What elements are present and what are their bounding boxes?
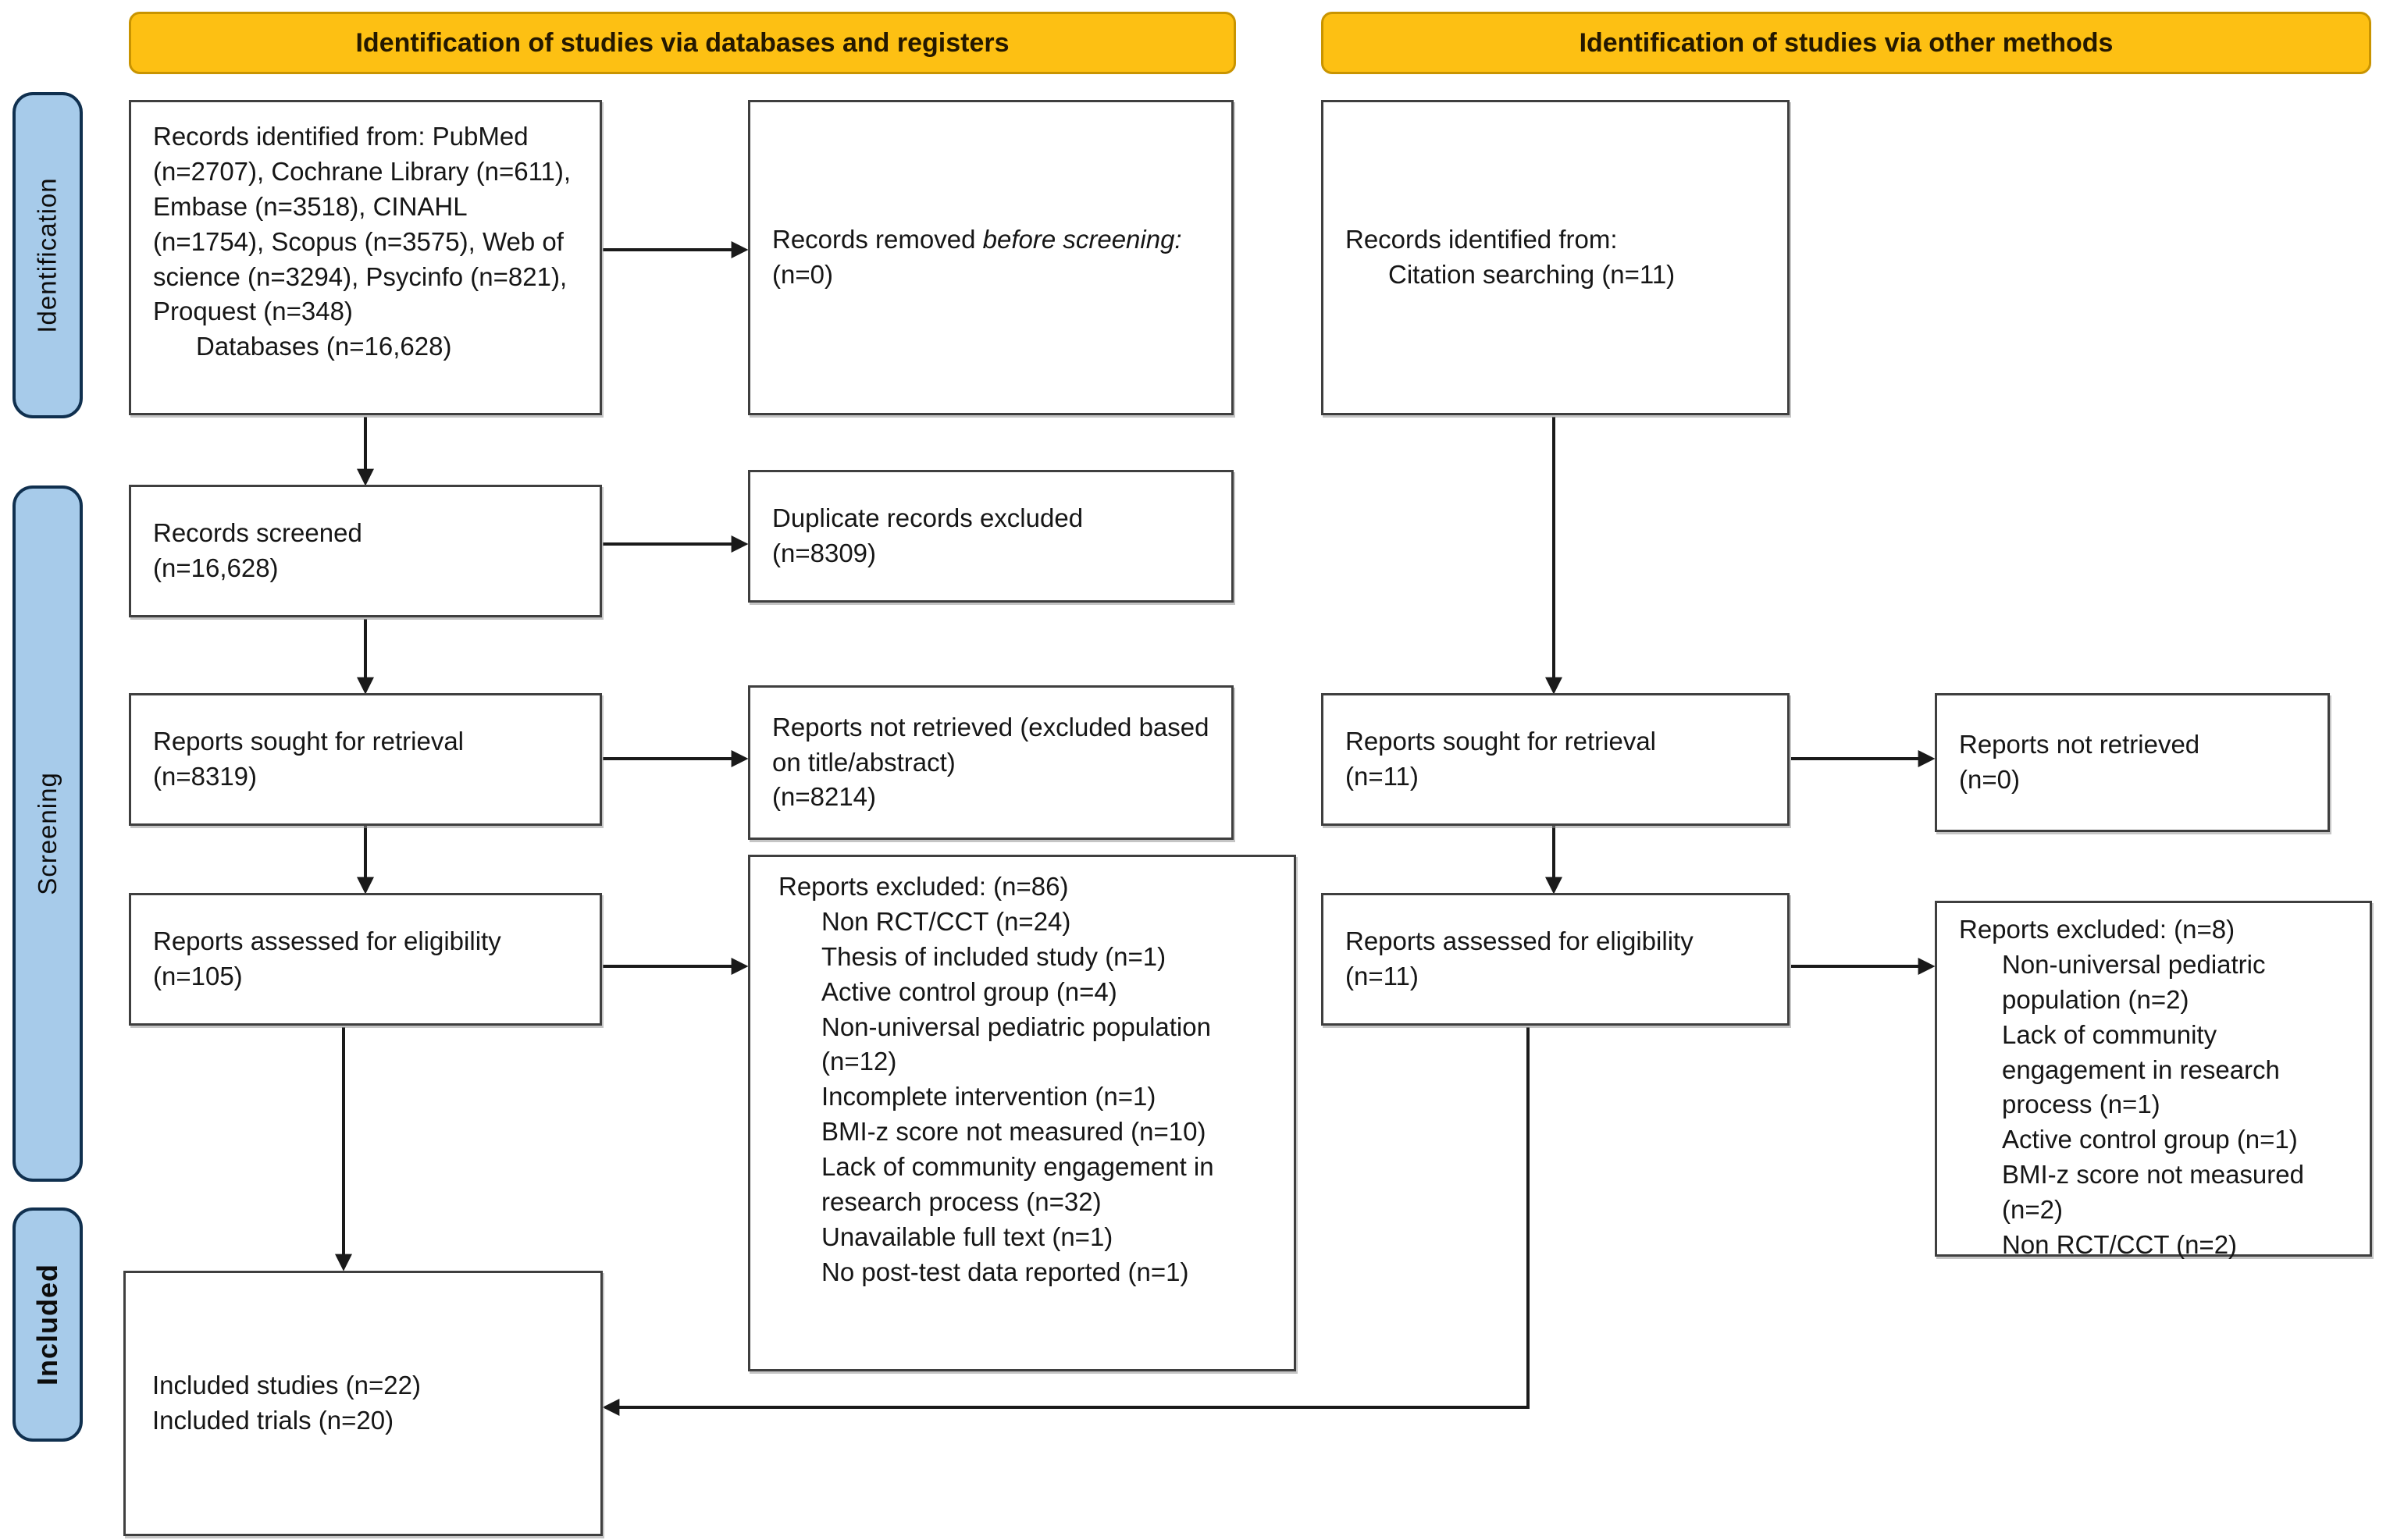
- excluded-other-item: Non-universal pediatric population (n=2): [2002, 949, 2266, 1014]
- excluded-db-item: Non RCT/CCT (n=24): [821, 906, 1071, 936]
- included-trials-line: Included trials (n=20): [152, 1406, 394, 1435]
- records-removed-text: Records removed before screening: (n=0): [772, 222, 1214, 293]
- reports-excluded-other-title: Reports excluded: (n=8): [1959, 915, 2235, 944]
- excluded-other-item: Active control group (n=1): [2002, 1125, 2298, 1154]
- box-reports-assessed-databases: Reports assessed for eligibility (n=105): [129, 893, 602, 1026]
- reports-sought-db-text: Reports sought for retrieval: [153, 727, 465, 756]
- reports-not-retrieved-other-text: Reports not retrieved: [1959, 730, 2200, 759]
- reports-sought-db-count: (n=8319): [153, 762, 258, 791]
- box-reports-assessed-other: Reports assessed for eligibility (n=11): [1321, 893, 1790, 1026]
- arrow-assessed-other-to-included: [602, 1027, 1530, 1416]
- stage-identification: Identification: [12, 92, 83, 418]
- reports-not-retrieved-db-text: Reports not retrieved (excluded based on…: [772, 712, 1209, 777]
- records-identified-other-text: Records identified from:: [1345, 225, 1618, 254]
- reports-sought-other-text: Reports sought for retrieval: [1345, 727, 1657, 756]
- stage-identification-label: Identification: [33, 177, 62, 333]
- duplicates-excluded-text: Duplicate records excluded: [772, 503, 1084, 533]
- excluded-db-item: No post-test data reported (n=1): [821, 1257, 1189, 1286]
- excluded-db-item: BMI-z score not measured (n=10): [821, 1117, 1206, 1147]
- included-studies-line: Included studies (n=22): [152, 1371, 421, 1400]
- box-reports-sought-databases: Reports sought for retrieval (n=8319): [129, 693, 602, 826]
- records-identified-text: Records identified from: PubMed (n=2707)…: [153, 122, 572, 326]
- stage-included: Included: [12, 1207, 83, 1442]
- header-databases-label: Identification of studies via databases …: [355, 27, 1010, 58]
- records-identified-databases-count: Databases (n=16,628): [196, 332, 452, 361]
- records-removed-count: (n=0): [772, 260, 833, 289]
- excluded-other-item: Non RCT/CCT (n=2): [2002, 1229, 2238, 1259]
- excluded-db-item: Thesis of included study (n=1): [821, 941, 1166, 971]
- box-reports-not-retrieved-databases: Reports not retrieved (excluded based on…: [748, 685, 1234, 840]
- stage-included-label: Included: [31, 1263, 64, 1386]
- box-records-identified-other: Records identified from: Citation search…: [1321, 100, 1790, 415]
- excluded-db-item: Active control group (n=4): [821, 976, 1117, 1006]
- box-records-removed-before-screening: Records removed before screening: (n=0): [748, 100, 1234, 415]
- header-databases-registers: Identification of studies via databases …: [129, 12, 1236, 74]
- header-other-label: Identification of studies via other meth…: [1579, 27, 2114, 58]
- box-reports-excluded-other: Reports excluded: (n=8) Non-universal pe…: [1935, 901, 2372, 1259]
- box-reports-not-retrieved-other: Reports not retrieved (n=0): [1935, 693, 2330, 832]
- reports-sought-other-count: (n=11): [1345, 762, 1419, 791]
- duplicates-excluded-count: (n=8309): [772, 539, 877, 567]
- box-records-screened: Records screened (n=16,628): [129, 485, 602, 617]
- box-records-identified-databases: Records identified from: PubMed (n=2707)…: [129, 100, 602, 415]
- excluded-db-item: Unavailable full text (n=1): [821, 1222, 1113, 1251]
- stage-screening-label: Screening: [33, 772, 62, 895]
- reports-assessed-other-text: Reports assessed for eligibility: [1345, 926, 1694, 956]
- excluded-db-item: Lack of community engagement in research…: [821, 1152, 1214, 1216]
- excluded-db-item: Incomplete intervention (n=1): [821, 1082, 1156, 1111]
- stage-screening: Screening: [12, 485, 83, 1182]
- box-reports-excluded-databases: Reports excluded: (n=86) Non RCT/CCT (n=…: [748, 855, 1296, 1371]
- excluded-other-item: Lack of community engagement in research…: [2002, 1019, 2280, 1119]
- excluded-db-item: Non-universal pediatric population (n=12…: [821, 1012, 1211, 1076]
- reports-excluded-db-title: Reports excluded: (n=86): [778, 872, 1069, 901]
- excluded-other-item: BMI-z score not measured (n=2): [2002, 1160, 2304, 1224]
- reports-assessed-db-count: (n=105): [153, 962, 243, 991]
- box-duplicates-excluded: Duplicate records excluded (n=8309): [748, 470, 1234, 603]
- records-screened-count: (n=16,628): [153, 553, 279, 582]
- records-screened-text: Records screened: [153, 518, 362, 548]
- header-other-methods: Identification of studies via other meth…: [1321, 12, 2371, 74]
- box-included-studies: Included studies (n=22) Included trials …: [123, 1271, 603, 1536]
- records-removed-prefix: Records removed: [772, 225, 983, 254]
- reports-assessed-db-text: Reports assessed for eligibility: [153, 926, 501, 956]
- reports-assessed-other-count: (n=11): [1345, 962, 1419, 991]
- records-identified-other-sub: Citation searching (n=11): [1388, 260, 1676, 289]
- reports-not-retrieved-other-count: (n=0): [1959, 765, 2020, 794]
- records-removed-emphasis: before screening:: [982, 225, 1182, 254]
- box-reports-sought-other: Reports sought for retrieval (n=11): [1321, 693, 1790, 826]
- reports-not-retrieved-db-count: (n=8214): [772, 782, 877, 812]
